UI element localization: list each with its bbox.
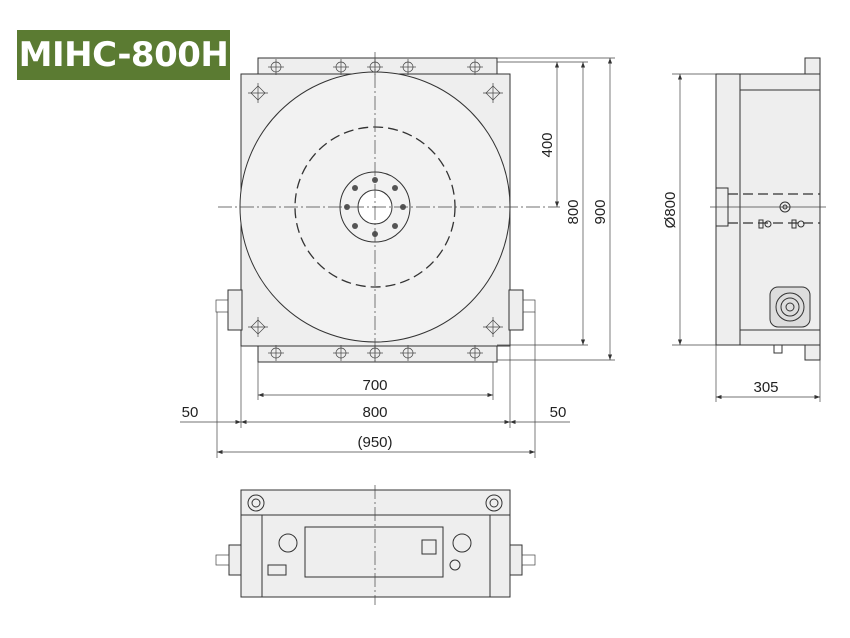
dim-900: 900 bbox=[592, 199, 609, 224]
dim-800-horizontal: 800 bbox=[362, 404, 387, 421]
dim-diameter-800: Ø800 bbox=[662, 192, 679, 229]
dim-950: (950) bbox=[357, 434, 392, 451]
dim-800-vertical: 800 bbox=[565, 199, 582, 224]
dim-305: 305 bbox=[753, 379, 778, 396]
side-view bbox=[710, 57, 826, 361]
front-dimensions bbox=[180, 57, 615, 458]
dim-50-left: 50 bbox=[182, 404, 199, 421]
side-dimensions bbox=[672, 73, 821, 402]
dim-700: 700 bbox=[362, 377, 387, 394]
bottom-view bbox=[215, 485, 536, 605]
front-view bbox=[215, 52, 560, 363]
model-title: MIHC-800H bbox=[17, 30, 230, 80]
dim-400: 400 bbox=[539, 132, 556, 157]
dim-50-right: 50 bbox=[550, 404, 567, 421]
